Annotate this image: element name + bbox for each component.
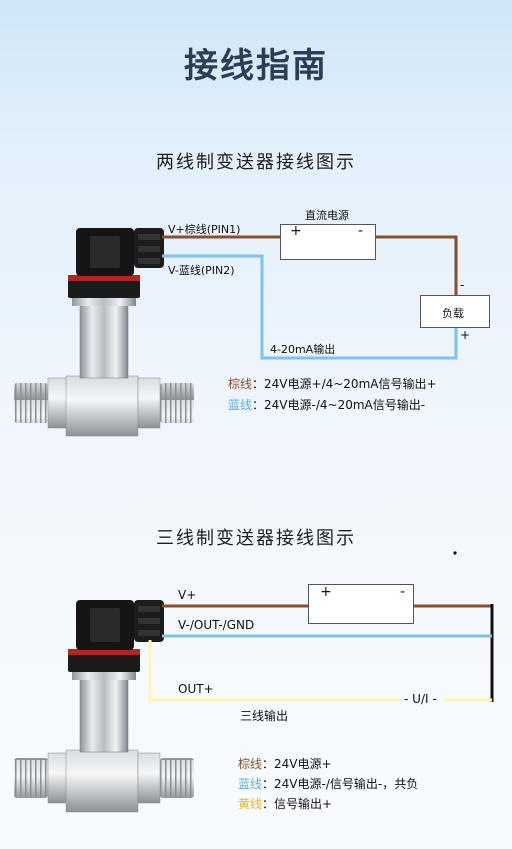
load-plus-sign: + (460, 328, 471, 342)
load-box (420, 295, 490, 328)
three-wire-plus-sign: + (320, 584, 332, 600)
three-wire-legend-blue: 蓝线：24V电源-/信号输出-，共负 (238, 777, 419, 791)
power-minus-sign: - (358, 223, 364, 239)
load-label: 负载 (442, 307, 464, 320)
two-wire-subtitle: 两线制变送器接线图示 (156, 152, 356, 173)
three-wire-minus-sign: - (400, 584, 406, 600)
two-wire-output-label: 4-20mA输出 (270, 343, 336, 356)
three-wire-vplus-label: V+ (178, 588, 197, 602)
three-wire-subtitle: 三线制变送器接线图示 (156, 528, 356, 549)
power-supply-label: 直流电源 (305, 209, 349, 222)
three-wire-power-box (308, 584, 414, 624)
two-wire-legend-brown: 棕线：24V电源+/4~20mA信号输出+ (228, 377, 437, 391)
power-plus-sign: + (290, 223, 302, 239)
three-wire-outplus-label: OUT+ (178, 682, 214, 696)
two-wire-vplus-label: V+棕线(PIN1) (168, 223, 241, 236)
sensor-2 (14, 600, 194, 813)
three-wire-vminus-label: V-/OUT-/GND (178, 618, 255, 632)
load-minus-sign: - (460, 278, 465, 292)
page-title: 接线指南 (184, 46, 328, 86)
three-wire-legend-brown: 棕线：24V电源+ (238, 757, 332, 771)
two-wire-legend-blue: 蓝线：24V电源-/4~20mA信号输出- (228, 398, 426, 412)
ui-label: - U/I - (404, 692, 437, 706)
three-wire-output-label: 三线输出 (240, 709, 289, 723)
sensor-1 (14, 228, 194, 437)
three-wire-legend-yellow: 黄线：信号输出+ (238, 797, 333, 811)
two-wire-vminus-label: V-蓝线(PIN2) (168, 264, 235, 277)
power-supply-box (280, 224, 376, 260)
